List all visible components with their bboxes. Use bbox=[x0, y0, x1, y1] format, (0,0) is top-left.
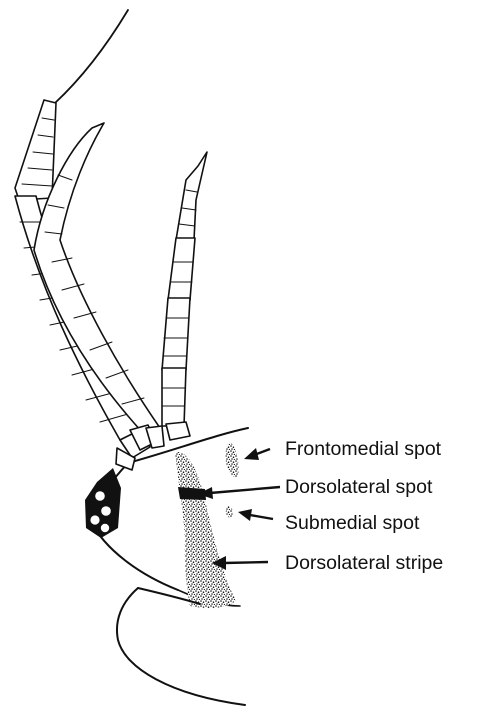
label-submedial-spot: Submedial spot bbox=[285, 512, 420, 534]
arrow-dorsolateral-spot bbox=[198, 487, 280, 499]
label-dorsolateral-stripe: Dorsolateral stripe bbox=[285, 552, 443, 574]
dorsolateral-stripe bbox=[175, 452, 236, 608]
compound-eye bbox=[85, 468, 121, 538]
label-dorsolateral-spot: Dorsolateral spot bbox=[285, 476, 433, 498]
antenna-right bbox=[162, 152, 207, 440]
arrow-frontomedial bbox=[244, 448, 270, 460]
arrow-submedial bbox=[238, 509, 273, 521]
frontomedial-spot bbox=[226, 442, 239, 477]
label-frontomedial-spot: Frontomedial spot bbox=[285, 438, 442, 460]
submedial-spot bbox=[226, 506, 233, 518]
